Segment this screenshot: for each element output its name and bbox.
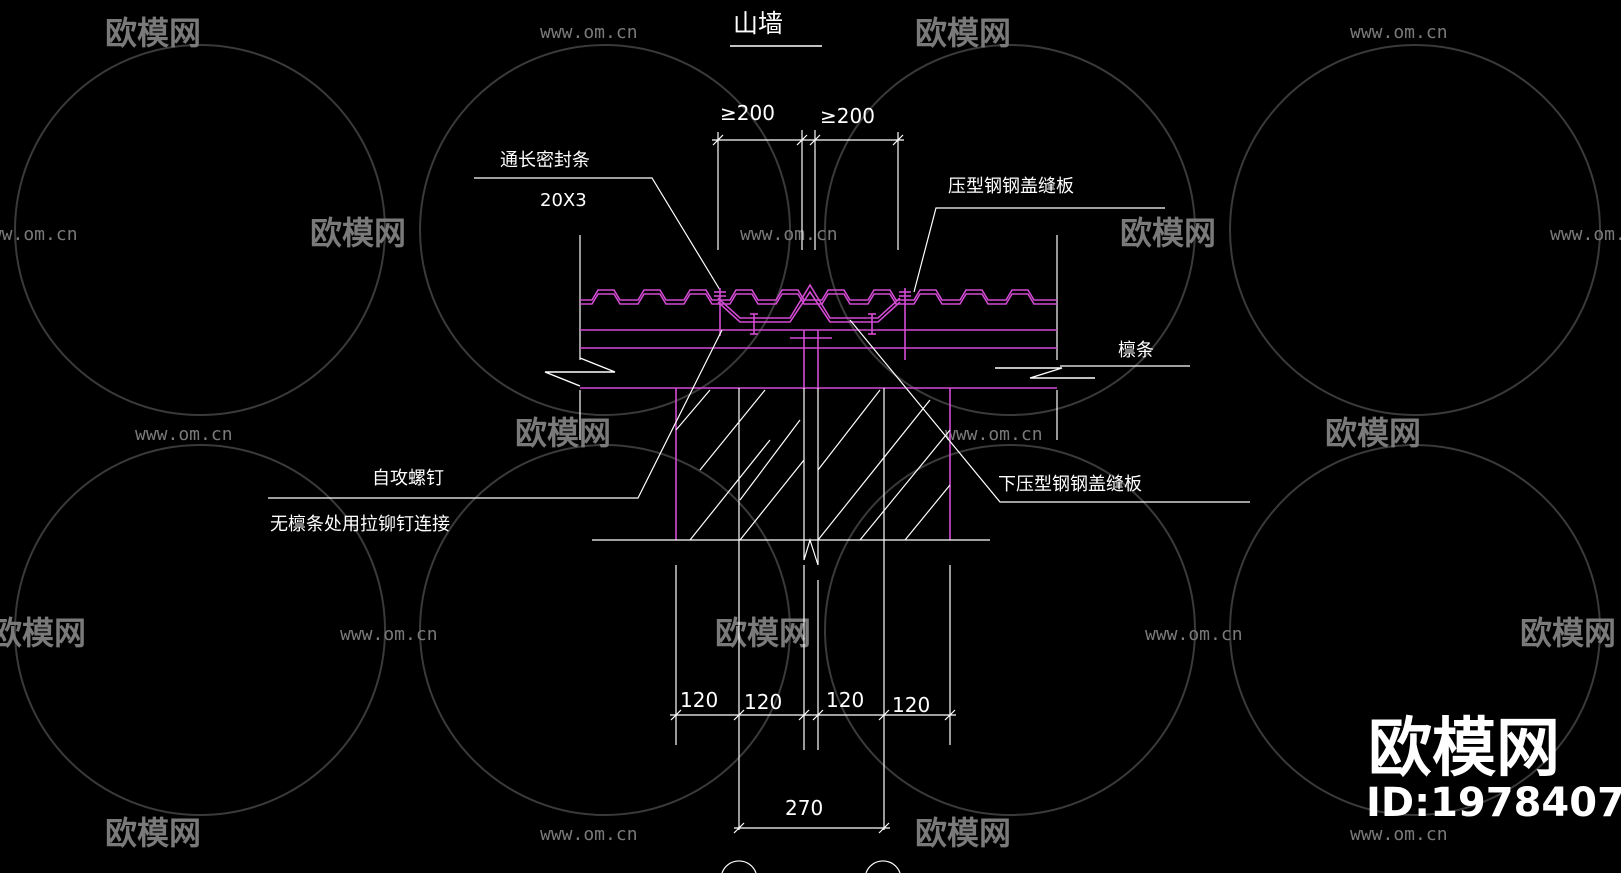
watermark-brand: 欧模网 <box>1325 414 1421 452</box>
leader-screw <box>268 329 723 499</box>
watermark-url: www.om.cn <box>1550 224 1621 245</box>
watermark-brand: 欧模网 <box>915 14 1011 52</box>
watermark-brand: 欧模网 <box>715 614 811 652</box>
watermark-brand: 欧模网 <box>105 14 201 52</box>
watermark-url: www.om.cn <box>1350 824 1448 845</box>
top-dimension <box>712 130 904 250</box>
dim-120-a: 120 <box>680 688 718 712</box>
dim-total-270: 270 <box>785 796 823 820</box>
watermark-brand: 欧模网 <box>515 414 611 452</box>
stamp-id: ID:1978407 <box>1366 780 1621 826</box>
label-screw: 自攻螺钉 <box>372 468 444 489</box>
watermark-url: www.om.cn <box>1350 22 1448 43</box>
watermark-urls: www.om.cn www.om.cn www.om.cn www.om.cn … <box>0 22 1621 845</box>
stamp-brand: 欧模网 <box>1368 712 1560 786</box>
watermark-url: www.om.cn <box>540 22 638 43</box>
watermark-circles <box>14 44 1601 816</box>
watermark-brand: 欧模网 <box>310 214 406 252</box>
watermark-brand: 欧模网 <box>105 814 201 852</box>
leader-seal-strip <box>474 177 721 291</box>
dim-left-200: ≥200 <box>720 101 775 125</box>
label-purlin: 檩条 <box>1118 340 1154 361</box>
watermark-url: www.om.cn <box>0 224 78 245</box>
watermark-url: www.om.cn <box>945 424 1043 445</box>
dim-120-c: 120 <box>826 688 864 712</box>
label-lower-cover: 下压型钢钢盖缝板 <box>998 474 1142 495</box>
dim-right-200: ≥200 <box>820 104 875 128</box>
watermark-brand: 欧模网 <box>1520 614 1616 652</box>
dim-120-b: 120 <box>744 690 782 714</box>
watermark-url: www.om.cn <box>135 424 233 445</box>
watermark-url: www.om.cn <box>1145 624 1243 645</box>
bottom-dimension <box>670 565 956 873</box>
watermark-brands: 欧模网 欧模网 欧模网 欧模网 欧模网 欧模网 欧模网 欧模网 欧模网 欧模网 … <box>0 14 1616 852</box>
label-rivet-note: 无檩条处用拉铆钉连接 <box>270 514 450 535</box>
dim-120-d: 120 <box>892 693 930 717</box>
label-upper-cover: 压型钢钢盖缝板 <box>948 176 1074 197</box>
leader-lower-cover <box>849 319 1250 503</box>
watermark-url: www.om.cn <box>540 824 638 845</box>
watermark-url: www.om.cn <box>740 224 838 245</box>
watermark-brand: 欧模网 <box>0 614 86 652</box>
watermark-url: www.om.cn <box>340 624 438 645</box>
drawing-title: 山墙 <box>733 9 783 38</box>
watermark-brand: 欧模网 <box>915 814 1011 852</box>
label-seal-strip: 通长密封条 <box>500 150 590 171</box>
leader-upper-cover <box>913 207 1165 293</box>
break-lines <box>544 357 1095 387</box>
label-seal-strip-size: 20X3 <box>540 190 587 211</box>
wall-section <box>592 388 990 830</box>
wall-guide-lines <box>579 235 1058 440</box>
watermark-brand: 欧模网 <box>1120 214 1216 252</box>
